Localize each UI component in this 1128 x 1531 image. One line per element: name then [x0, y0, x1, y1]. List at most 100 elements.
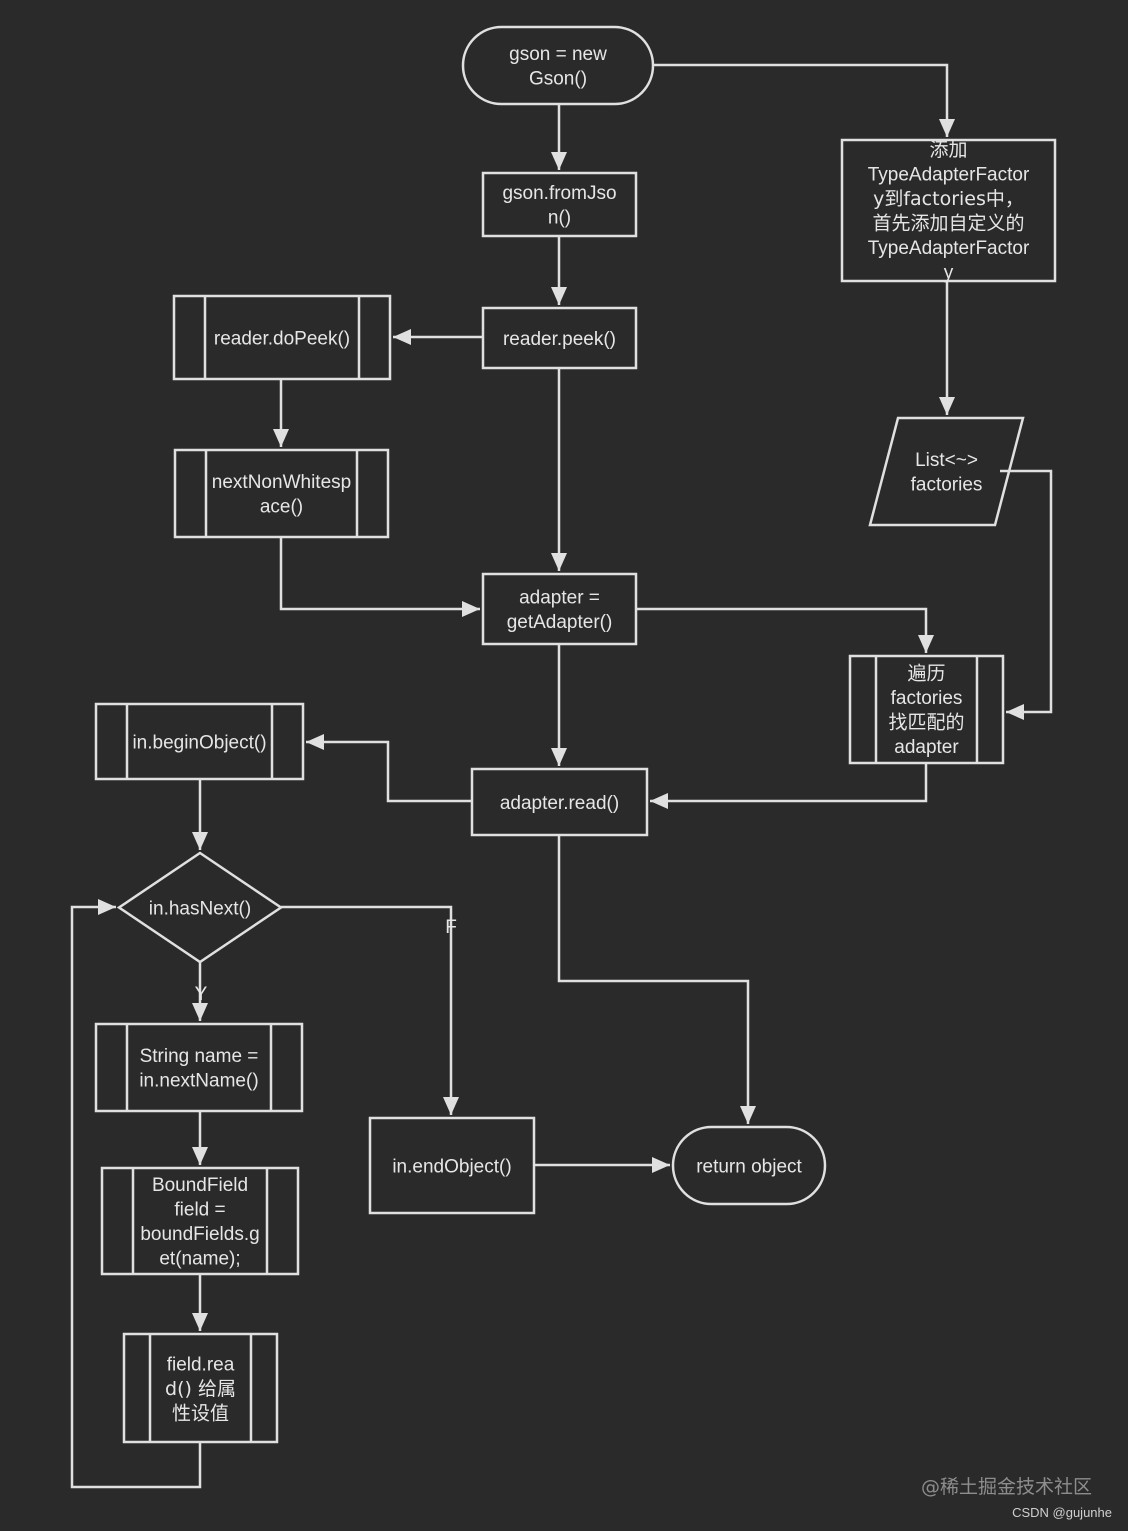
- node-reader-peek-text-0: reader.peek(): [503, 329, 616, 350]
- arrow-head-icon: [918, 635, 934, 653]
- edge-get-adapter-to-iterate-factories-line: [636, 607, 928, 653]
- node-from-json-text-0: gson.fromJso: [502, 183, 616, 204]
- arrow-head-icon: [393, 329, 411, 345]
- node-gson-new-text-1: Gson(): [529, 69, 587, 90]
- node-bound-field-text-1: field =: [174, 1200, 225, 1221]
- edge-has-next-to-end-object-label: F: [445, 917, 457, 938]
- node-bound-field-text-2: boundFields.g: [140, 1224, 259, 1245]
- node-end-object-text-0: in.endObject(): [392, 1156, 511, 1177]
- edge-iterate-factories-to-adapter-read-line: [650, 763, 928, 803]
- node-return-object-text-0: return object: [696, 1156, 802, 1177]
- edge-next-non-ws-to-get-adapter: [279, 537, 480, 617]
- node-iterate-factories: 遍历 factories 找匹配的 adapter: [848, 654, 1005, 765]
- node-factories-list: List<~> factories: [868, 416, 1025, 527]
- node-gson-new-text-0: gson = new: [509, 44, 607, 65]
- edge-reader-peek-to-reader-dopeek: [393, 329, 483, 345]
- node-reader-peek-shape: [481, 306, 638, 370]
- node-bound-field-text-3: et(name);: [159, 1249, 240, 1270]
- arrow-head-icon: [551, 748, 567, 766]
- edge-field-read-to-has-next: [70, 899, 202, 1489]
- arrow-head-icon: [98, 899, 116, 915]
- node-next-name-shape: [94, 1022, 304, 1113]
- node-reader-dopeek: reader.doPeek(): [172, 294, 392, 381]
- arrow-head-icon: [939, 397, 955, 415]
- node-field-read-text-0: field.rea: [167, 1354, 235, 1375]
- arrow-head-icon: [740, 1106, 756, 1124]
- edge-get-adapter-to-iterate-factories: [636, 607, 934, 653]
- node-reader-dopeek-shape: [172, 294, 392, 381]
- edge-has-next-to-end-object-line: [281, 905, 453, 1115]
- node-field-read-text-2: 性设值: [172, 1402, 229, 1424]
- edge-iterate-factories-to-adapter-read: [650, 763, 928, 809]
- edge-adapter-read-to-return-object-line: [557, 835, 750, 1124]
- node-return-object-shape: [671, 1125, 827, 1206]
- node-has-next: in.hasNext(): [116, 851, 284, 964]
- node-get-adapter-text-0: adapter =: [519, 588, 600, 609]
- node-bound-field-shape: [100, 1166, 300, 1276]
- watermark-site: @稀土掘金技术社区: [920, 1476, 1092, 1498]
- node-add-factory-text-2: y到factories中，: [873, 188, 1024, 210]
- arrow-head-icon: [1006, 704, 1024, 720]
- node-add-factory: 添加TypeAdapterFactory到factories中，首先添加自定义的…: [840, 138, 1057, 284]
- node-next-name-text-1: in.nextName(): [139, 1071, 258, 1092]
- edge-next-name-to-bound-field: [192, 1111, 208, 1165]
- node-reader-dopeek-text-0: reader.doPeek(): [214, 328, 350, 349]
- arrow-head-icon: [192, 832, 208, 850]
- edge-factories-list-to-iterate-factories: [1000, 469, 1053, 720]
- edge-adapter-read-to-return-object: [557, 835, 756, 1124]
- node-factories-list-shape: [868, 416, 1025, 527]
- watermark-author: CSDN @gujunhe: [1012, 1505, 1112, 1520]
- node-iterate-factories-text-1: factories: [891, 688, 963, 709]
- edge-reader-dopeek-to-next-non-ws: [273, 379, 289, 447]
- node-begin-object: in.beginObject(): [94, 702, 305, 781]
- node-next-non-ws-shape: [173, 448, 390, 539]
- edge-field-read-to-has-next-line: [70, 905, 202, 1489]
- edge-next-non-ws-to-get-adapter-line: [279, 537, 480, 611]
- node-begin-object-text-0: in.beginObject(): [132, 732, 266, 753]
- arrow-head-icon: [273, 429, 289, 447]
- node-iterate-factories-text-2: 找匹配的: [888, 712, 964, 734]
- node-next-non-ws-text-0: nextNonWhitesp: [212, 472, 351, 493]
- node-from-json-shape: [481, 171, 638, 238]
- node-add-factory-text-4: TypeAdapterFactor: [868, 238, 1030, 259]
- node-factories-list-text-0: List<~>: [915, 450, 978, 471]
- node-next-non-ws-text-1: ace(): [260, 497, 303, 518]
- edge-get-adapter-to-adapter-read: [551, 644, 567, 766]
- node-next-name: String name = in.nextName(): [94, 1022, 304, 1113]
- arrow-head-icon: [939, 119, 955, 137]
- arrow-head-icon: [192, 1313, 208, 1331]
- node-end-object: in.endObject(): [368, 1116, 536, 1215]
- edge-bound-field-to-field-read: [192, 1274, 208, 1331]
- node-next-non-ws: nextNonWhitesp ace(): [173, 448, 390, 539]
- arrow-head-icon: [650, 793, 668, 809]
- node-add-factory-shape: [840, 138, 1057, 283]
- arrow-head-icon: [551, 287, 567, 305]
- arrow-head-icon: [551, 152, 567, 170]
- edge-has-next-to-next-name-label: Y: [195, 984, 208, 1005]
- node-reader-peek: reader.peek(): [481, 306, 638, 370]
- node-has-next-text-0: in.hasNext(): [149, 898, 251, 919]
- edge-begin-object-to-has-next: [192, 779, 208, 850]
- node-field-read-shape: [122, 1332, 279, 1444]
- node-adapter-read-shape: [470, 767, 649, 837]
- node-factories-list-text-1: factories: [911, 475, 983, 496]
- edge-adapter-read-to-begin-object-line: [306, 740, 472, 803]
- node-iterate-factories-text-3: adapter: [894, 737, 959, 758]
- arrow-head-icon: [192, 1003, 208, 1021]
- arrow-head-icon: [551, 553, 567, 571]
- node-next-name-text-0: String name =: [140, 1046, 259, 1067]
- node-begin-object-shape: [94, 702, 305, 781]
- edge-end-object-to-return-object: [534, 1157, 670, 1173]
- node-adapter-read-text-0: adapter.read(): [500, 793, 619, 814]
- node-get-adapter-shape: [481, 572, 638, 646]
- node-iterate-factories-text-0: 遍历: [907, 663, 945, 685]
- node-get-adapter-text-1: getAdapter(): [507, 612, 613, 633]
- node-add-factory-text-3: 首先添加自定义的: [872, 213, 1024, 235]
- edge-add-factory-to-factories-list: [939, 281, 955, 415]
- node-gson-new-shape: [461, 25, 655, 106]
- node-has-next-shape: [116, 851, 284, 964]
